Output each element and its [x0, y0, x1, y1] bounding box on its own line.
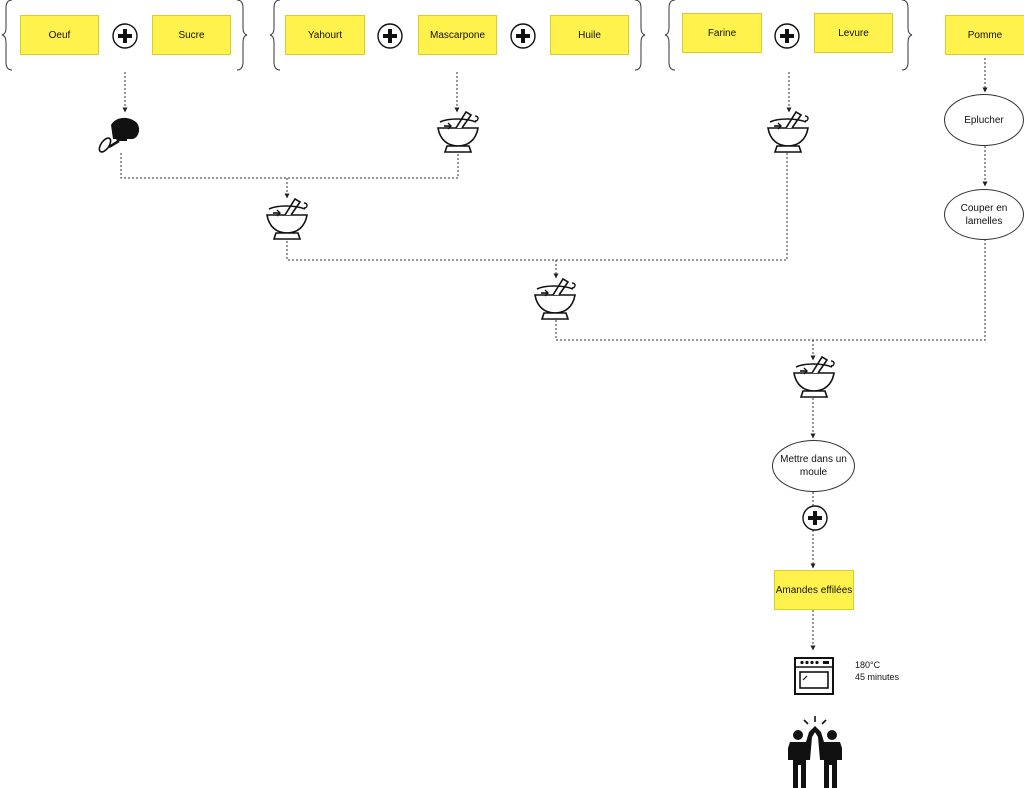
- plus-icon: [510, 23, 536, 49]
- mixing-bowl-icon: [534, 278, 576, 320]
- ingredient-levure: Levure: [814, 13, 893, 53]
- oven-icon: [794, 657, 834, 695]
- connectors: [120, 58, 988, 651]
- ingredient-brackets: [1, 0, 913, 71]
- ingredient-huile: Huile: [550, 15, 629, 55]
- mixing-bowl-icon: [793, 356, 835, 398]
- step-mettre-dans-moule: Mettre dans un moule: [772, 440, 855, 492]
- mixing-bowl-icon: [437, 111, 479, 153]
- plus-icon: [802, 505, 828, 531]
- mixing-bowl-icon: [266, 198, 308, 240]
- hand-mixer-icon: [98, 117, 140, 153]
- mixing-bowl-icon: [767, 111, 809, 153]
- bracket-right-group3: [901, 0, 913, 71]
- bracket-right-group2: [634, 0, 646, 71]
- merge-mixer-bowl1: [120, 153, 459, 179]
- bracket-left-group2: [269, 0, 281, 71]
- high-five-icon: [788, 716, 842, 788]
- merge-bowlA-bowl2: [286, 153, 788, 261]
- ingredient-sucre: Sucre: [152, 15, 231, 55]
- plus-icon: [774, 23, 800, 49]
- oven-temperature: 180°C: [855, 660, 881, 670]
- step-couper: Couper en lamelles: [944, 189, 1024, 240]
- ingredient-mascarpone: Mascarpone: [418, 15, 497, 55]
- bracket-right-group1: [236, 0, 248, 71]
- bracket-left-group3: [664, 0, 676, 71]
- plus-icon: [112, 23, 138, 49]
- ingredient-yahourt: Yahourt: [285, 15, 365, 55]
- ingredient-amandes: Amandes effilées: [774, 570, 854, 610]
- ingredient-pomme: Pomme: [945, 15, 1024, 55]
- ingredient-oeuf: Oeuf: [20, 15, 99, 55]
- plus-icon: [377, 23, 403, 49]
- oven-duration: 45 minutes: [855, 672, 900, 683]
- bracket-left-group1: [1, 0, 13, 71]
- ingredient-farine: Farine: [682, 13, 762, 53]
- oven-settings: 180°C 45 minutes: [855, 659, 899, 683]
- merge-bowlB-apples: [555, 240, 986, 341]
- step-eplucher: Eplucher: [944, 94, 1024, 146]
